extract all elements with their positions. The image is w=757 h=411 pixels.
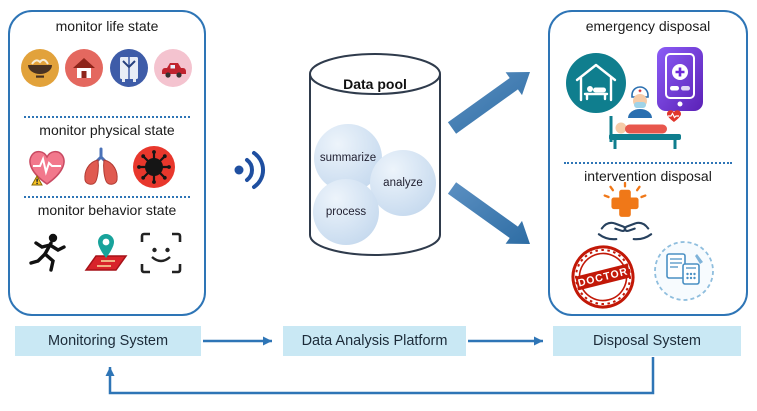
block-arrow-down (447, 182, 530, 244)
home-care-icon (565, 52, 627, 114)
process-bubble-process: process (313, 179, 379, 245)
flow-box-monitoring-system: Monitoring System (15, 326, 201, 356)
location-map-icon (82, 230, 130, 278)
virus-icon (131, 144, 177, 190)
flow-box-data-analysis-platform: Data Analysis Platform (283, 326, 466, 356)
data-pool-title: Data pool (343, 76, 407, 92)
patient-bed-icon (605, 108, 689, 154)
running-icon (24, 230, 72, 278)
car-icon (153, 48, 193, 88)
lungs-icon (78, 144, 124, 190)
dotted-divider (24, 196, 190, 198)
monitoring-panel: monitor life state (8, 10, 206, 316)
medical-cross-hands-icon (595, 182, 655, 242)
block-arrow-up (447, 72, 530, 134)
section-title-life-state: monitor life state (55, 18, 159, 34)
stamp-text: DOCTOR (577, 265, 630, 289)
section-title-intervention-disposal: intervention disposal (584, 168, 712, 184)
flow-box-disposal-system: Disposal System (553, 326, 741, 356)
disposal-panel: emergency disposal (548, 10, 748, 316)
wifi-signal-icon (230, 148, 276, 192)
data-pool: Data pool summarize analyze process (308, 52, 442, 258)
process-bubble-analyze: analyze (370, 150, 436, 216)
face-scan-icon (138, 230, 184, 276)
bowl-icon (20, 48, 60, 88)
section-title-behavior-state: monitor behavior state (37, 202, 177, 218)
nurse-icon (622, 84, 658, 120)
dotted-divider (24, 116, 190, 118)
house-icon (64, 48, 104, 88)
wardrobe-icon (109, 48, 149, 88)
section-title-physical-state: monitor physical state (39, 122, 175, 138)
feedback-arrow (105, 357, 655, 395)
dotted-divider (564, 162, 732, 164)
medical-app-icon (656, 46, 704, 112)
doctor-stamp-icon: DOCTOR (570, 244, 636, 310)
section-title-emergency-disposal: emergency disposal (585, 18, 711, 34)
heart-ecg-icon (24, 144, 70, 190)
prescription-calc-icon (653, 240, 715, 302)
